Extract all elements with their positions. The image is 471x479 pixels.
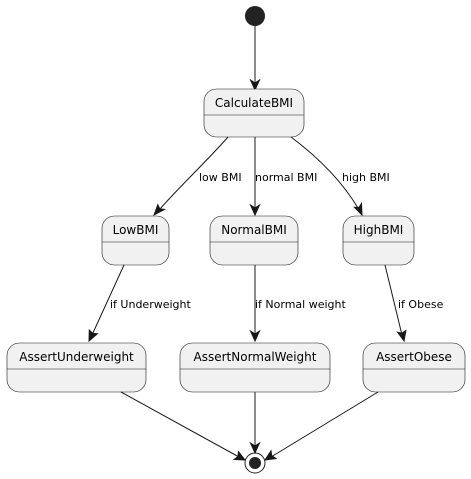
edge-label-if-normal-weight: if Normal weight	[255, 298, 346, 311]
state-assert-obese: AssertObese	[362, 342, 466, 393]
state-assert-underweight: AssertUnderweight	[6, 342, 147, 393]
arrowhead-underweight-to-end	[232, 450, 247, 461]
edge-obese-to-end	[270, 391, 379, 458]
arrowhead-obese-to-end	[263, 449, 278, 461]
edge-calculate-to-low	[159, 136, 229, 210]
arrowhead-calculate-to-normal	[249, 203, 261, 217]
state-assert-normal-weight-label: AssertNormalWeight	[194, 350, 317, 364]
edge-label-high-bmi: high BMI	[342, 171, 390, 184]
arrowhead-normalweight-to-end	[249, 441, 261, 455]
arrowhead-start-to-calculate	[249, 78, 261, 92]
edge-high-to-obese	[384, 264, 403, 336]
initial-state-node	[245, 6, 265, 26]
edge-label-if-obese: if Obese	[398, 298, 444, 311]
final-state-node	[244, 452, 266, 474]
edge-label-low-bmi: low BMI	[199, 171, 242, 184]
state-assert-underweight-label: AssertUnderweight	[19, 350, 134, 364]
edge-label-normal-bmi: normal BMI	[255, 171, 317, 184]
edge-low-to-underweight	[91, 264, 125, 336]
arrowhead-calculate-to-low	[153, 203, 167, 217]
state-normal-bmi-label: NormalBMI	[221, 223, 287, 237]
edge-calculate-to-high	[290, 136, 359, 209]
state-low-bmi: LowBMI	[101, 215, 170, 266]
state-high-bmi-label: HighBMI	[354, 223, 404, 237]
state-calculate-bmi: CalculateBMI	[203, 88, 305, 138]
arrowhead-calculate-to-high	[353, 201, 363, 217]
state-low-bmi-label: LowBMI	[113, 223, 159, 237]
state-normal-bmi: NormalBMI	[209, 215, 299, 266]
arrowhead-high-to-obese	[396, 329, 407, 343]
state-high-bmi: HighBMI	[342, 215, 415, 266]
edge-label-if-underweight: if Underweight	[110, 298, 191, 311]
state-calculate-bmi-label: CalculateBMI	[215, 96, 293, 110]
arrowhead-low-to-underweight	[88, 328, 99, 343]
state-assert-normal-weight: AssertNormalWeight	[179, 342, 331, 393]
state-assert-obese-label: AssertObese	[376, 350, 452, 364]
arrowhead-normal-to-normalweight	[249, 329, 261, 343]
edge-underweight-to-end	[120, 391, 240, 458]
